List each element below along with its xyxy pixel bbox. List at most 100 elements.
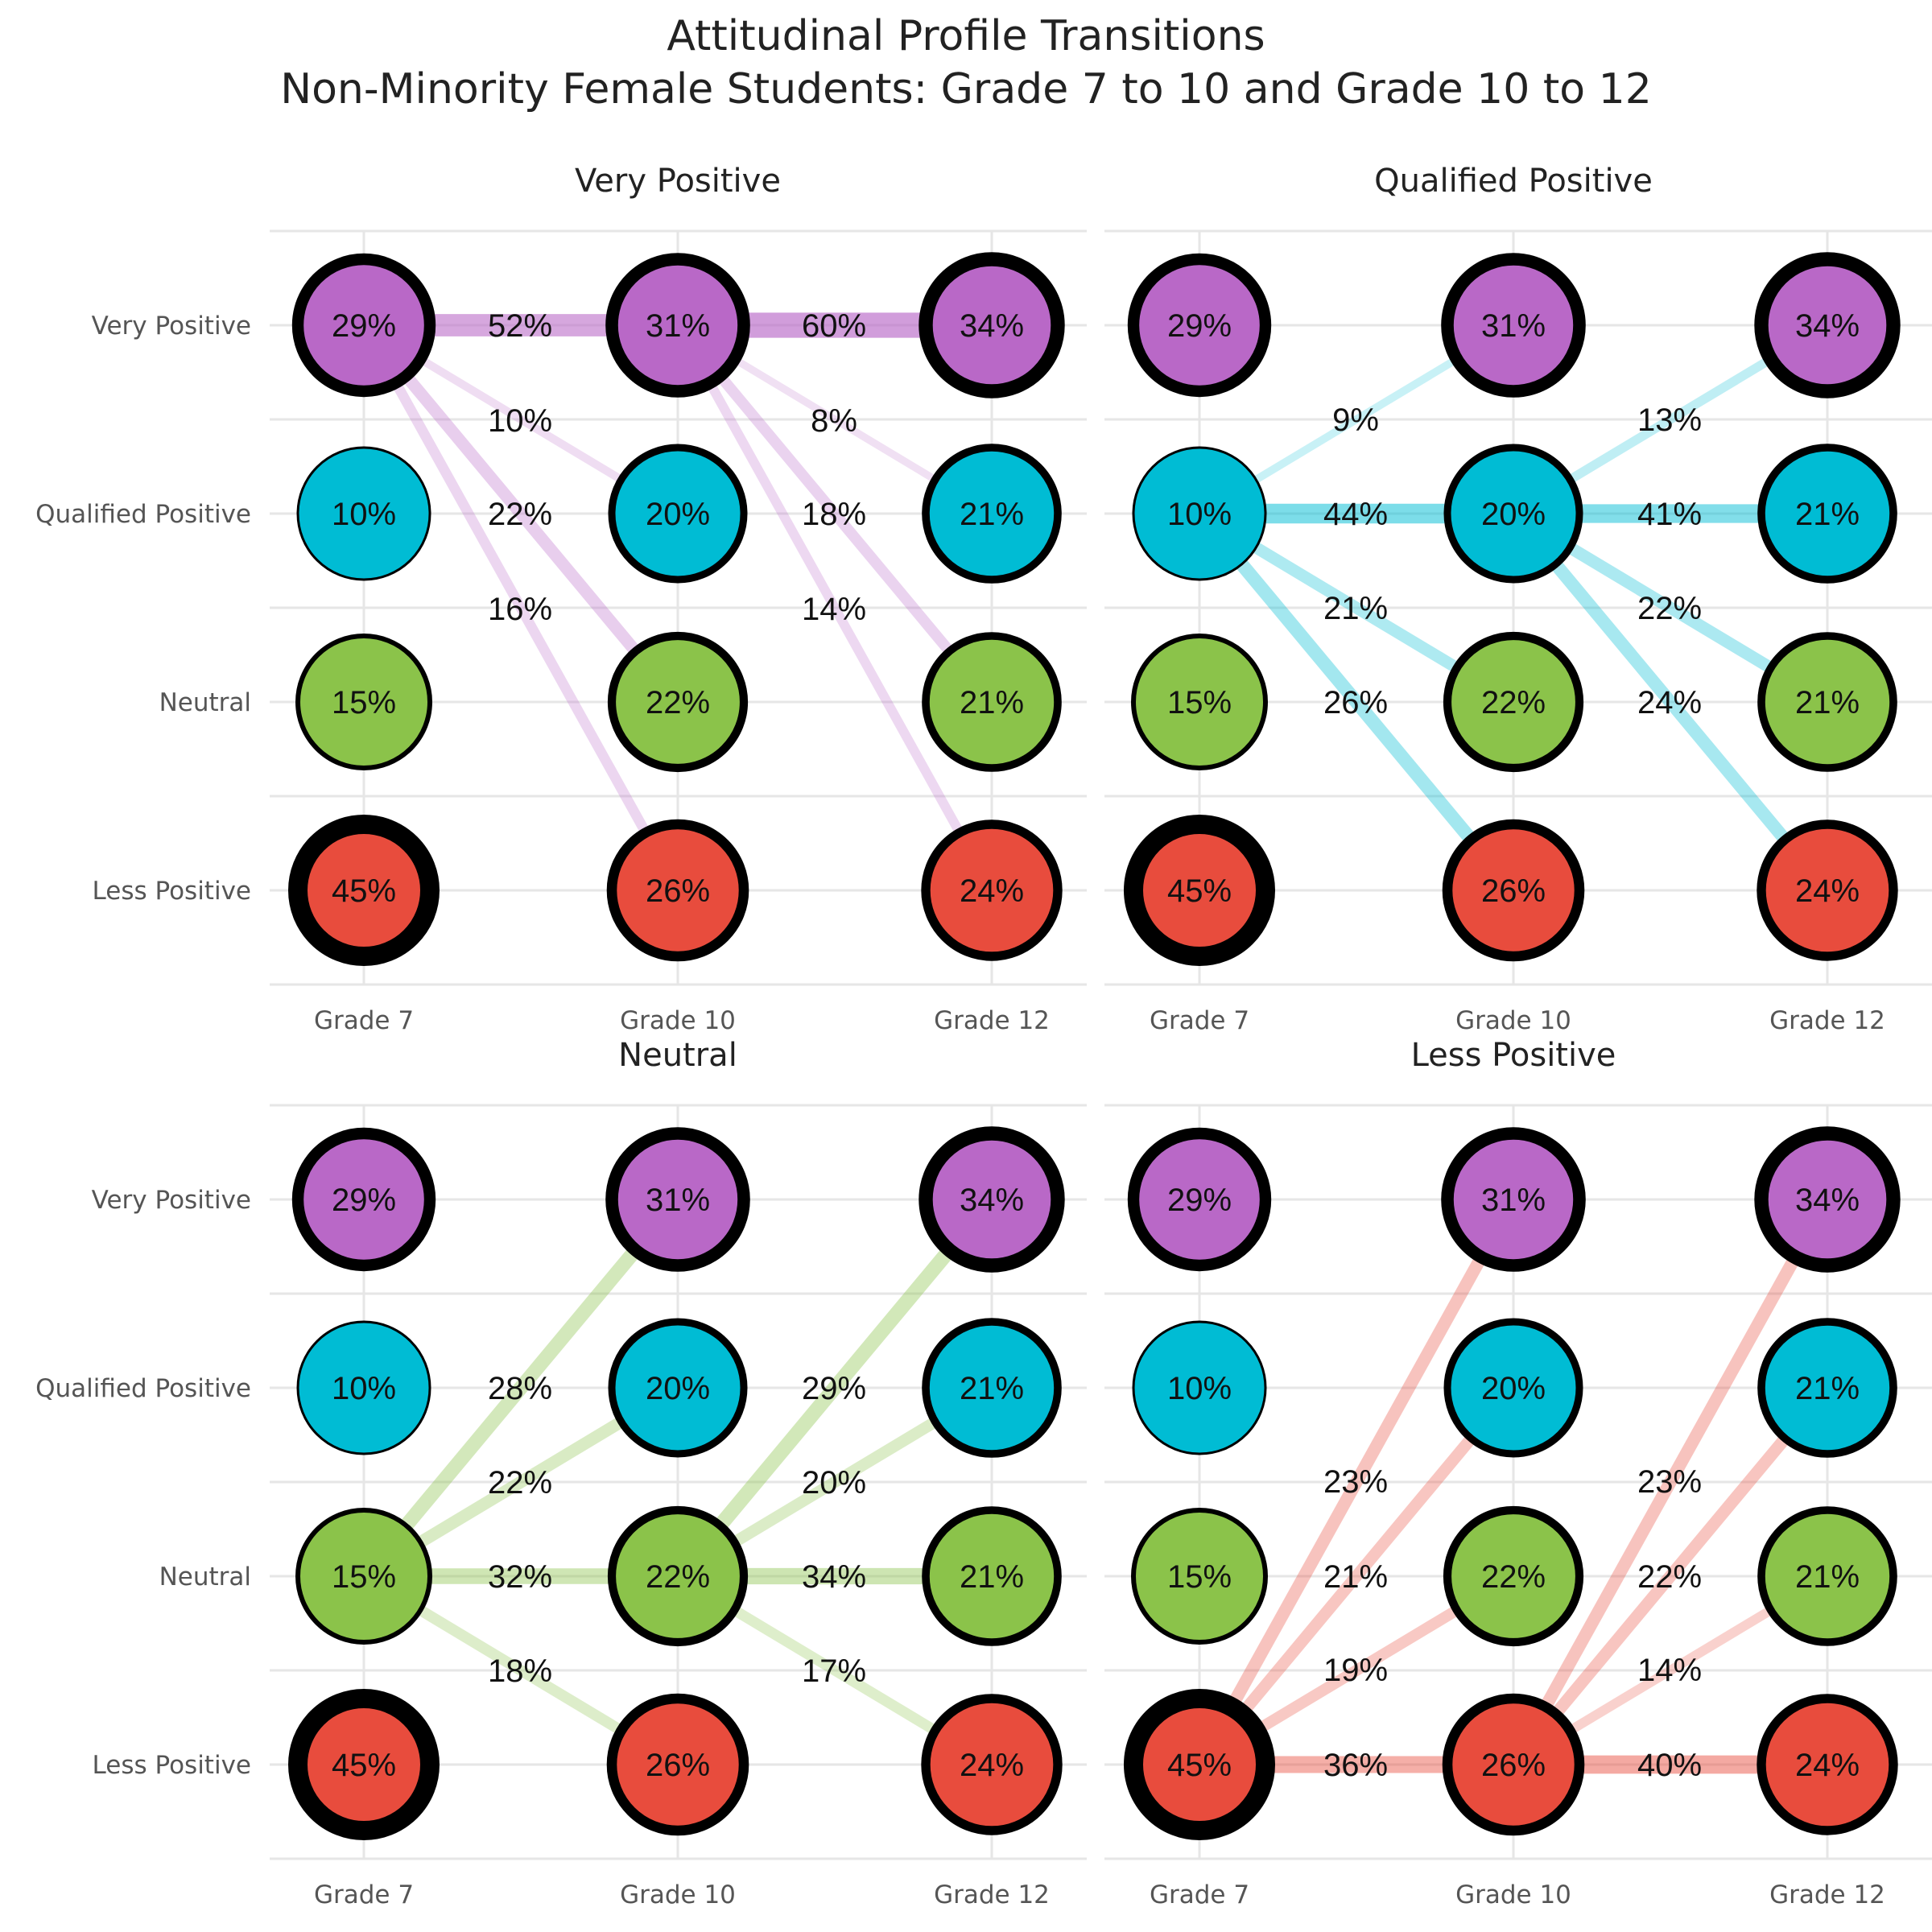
node-label-grade-12-very-positive: 34% (960, 308, 1024, 344)
node-label-grade-12-qualified-positive: 21% (1795, 497, 1860, 532)
node-grade-10-neutral (1443, 1505, 1584, 1647)
flow-label-grade-10-to-qualified-positive: 22% (1637, 1559, 1702, 1595)
node-grade-10-neutral (607, 1505, 749, 1647)
row-label-qualified-positive: Qualified Positive (35, 1374, 251, 1403)
flow-label-grade-7-to-neutral: 22% (488, 497, 552, 532)
column-label-grade-12: Grade 12 (1769, 1880, 1885, 1909)
node-grade-10-qualified-positive (608, 444, 748, 584)
node-label-grade-7-very-positive: 29% (1167, 1183, 1232, 1218)
node-grade-10-less-positive (606, 819, 749, 962)
node-label-grade-12-less-positive: 24% (960, 873, 1024, 909)
node-label-grade-10-less-positive: 26% (1481, 873, 1546, 909)
node-grade-12-very-positive (1754, 252, 1901, 398)
node-grade-7-less-positive (288, 815, 440, 966)
node-label-grade-10-qualified-positive: 20% (1481, 1371, 1546, 1406)
node-label-grade-7-very-positive: 29% (332, 1183, 396, 1218)
node-grade-7-very-positive (1127, 1127, 1272, 1272)
node-grade-12-very-positive (919, 252, 1065, 398)
column-label-grade-10: Grade 10 (1455, 1880, 1571, 1909)
node-label-grade-7-less-positive: 45% (1167, 873, 1232, 909)
node-label-grade-12-qualified-positive: 21% (960, 497, 1024, 532)
node-grade-10-very-positive (1441, 1127, 1586, 1272)
node-label-grade-7-neutral: 15% (332, 685, 396, 720)
node-grade-12-very-positive (1754, 1126, 1901, 1273)
node-grade-7-less-positive (1124, 1689, 1275, 1840)
node-grade-10-qualified-positive (1443, 1318, 1583, 1458)
flow-label-grade-7-to-neutral: 19% (1323, 1653, 1388, 1688)
row-label-qualified-positive: Qualified Positive (35, 500, 251, 529)
node-label-grade-10-neutral: 22% (1481, 685, 1546, 720)
flow-label-grade-7-to-neutral: 32% (488, 1559, 552, 1595)
facet-title: Neutral (618, 1037, 737, 1074)
chart-title-line-2: Non-Minority Female Students: Grade 7 to… (280, 65, 1652, 114)
column-label-grade-10: Grade 10 (620, 1880, 736, 1909)
flow-label-grade-10-to-less-positive: 40% (1637, 1748, 1702, 1783)
node-label-grade-10-very-positive: 31% (1481, 1183, 1546, 1218)
column-label-grade-12: Grade 12 (1769, 1006, 1885, 1035)
flow-label-grade-10-to-qualified-positive: 20% (802, 1465, 866, 1501)
facet-title: Less Positive (1411, 1037, 1616, 1074)
row-label-less-positive: Less Positive (93, 877, 251, 906)
node-label-grade-12-neutral: 21% (1795, 685, 1860, 720)
flow-label-grade-7-to-qualified-positive: 10% (488, 403, 552, 439)
column-label-grade-7: Grade 7 (314, 1880, 414, 1909)
flow-label-grade-10-to-very-positive: 23% (1637, 1464, 1702, 1500)
node-label-grade-7-very-positive: 29% (332, 308, 396, 344)
column-label-grade-7: Grade 7 (1150, 1006, 1249, 1035)
node-grade-10-very-positive (605, 253, 750, 398)
node-label-grade-7-less-positive: 45% (332, 873, 396, 909)
node-label-grade-12-less-positive: 24% (1795, 1748, 1860, 1783)
flow-line-grade-7-to-qualified-positive (1195, 1384, 1518, 1769)
flow-label-grade-10-to-qualified-positive: 41% (1637, 497, 1702, 532)
flow-line-grade-10-to-neutral (673, 321, 997, 706)
node-label-grade-10-qualified-positive: 20% (1481, 497, 1546, 532)
flow-line-grade-7-to-very-positive (1194, 1196, 1519, 1768)
node-grade-7-neutral (295, 634, 432, 770)
flow-label-grade-7-to-very-positive: 28% (488, 1371, 552, 1406)
flow-line-grade-10-to-qualified-positive (1509, 1384, 1832, 1769)
column-label-grade-7: Grade 7 (314, 1006, 414, 1035)
flow-line-grade-7-to-less-positive (1194, 509, 1519, 895)
node-label-grade-7-qualified-positive: 10% (1167, 497, 1232, 532)
flow-label-grade-7-to-less-positive: 36% (1323, 1748, 1388, 1783)
node-grade-12-less-positive (1757, 819, 1898, 961)
node-grade-12-qualified-positive (922, 1318, 1062, 1458)
node-grade-12-qualified-positive (1757, 1318, 1897, 1458)
node-label-grade-12-neutral: 21% (1795, 1559, 1860, 1595)
flow-label-grade-7-to-neutral: 21% (1323, 591, 1388, 626)
flow-line-grade-10-to-less-positive (1508, 509, 1833, 895)
node-grade-7-qualified-positive (1132, 446, 1267, 581)
node-label-grade-7-qualified-positive: 10% (1167, 1371, 1232, 1406)
node-grade-10-very-positive (605, 1127, 750, 1272)
node-grade-7-less-positive (288, 1689, 440, 1840)
node-label-grade-10-less-positive: 26% (646, 873, 710, 909)
node-label-grade-12-neutral: 21% (960, 685, 1024, 720)
node-label-grade-7-qualified-positive: 10% (332, 1371, 396, 1406)
node-grade-12-very-positive (919, 1126, 1065, 1273)
node-label-grade-12-very-positive: 34% (1795, 1183, 1860, 1218)
node-grade-7-very-positive (1127, 253, 1272, 398)
node-grade-7-less-positive (1124, 815, 1275, 966)
column-label-grade-7: Grade 7 (1150, 1880, 1249, 1909)
node-label-grade-7-neutral: 15% (1167, 685, 1232, 720)
node-label-grade-12-less-positive: 24% (960, 1748, 1024, 1783)
node-grade-7-very-positive (291, 253, 436, 398)
node-grade-10-qualified-positive (608, 1318, 748, 1458)
flow-label-grade-10-to-neutral: 18% (802, 497, 866, 532)
node-label-grade-10-less-positive: 26% (646, 1748, 710, 1783)
node-label-grade-10-qualified-positive: 20% (646, 1371, 710, 1406)
flow-label-grade-7-to-very-positive: 9% (1332, 402, 1379, 438)
node-grade-12-neutral (1757, 1506, 1897, 1646)
node-grade-12-less-positive (1757, 1694, 1898, 1835)
node-label-grade-12-qualified-positive: 21% (1795, 1371, 1860, 1406)
flow-line-grade-10-to-very-positive (1508, 1196, 1833, 1768)
node-label-grade-12-very-positive: 34% (960, 1183, 1024, 1218)
flow-label-grade-10-to-less-positive: 14% (802, 592, 866, 627)
node-grade-7-neutral (1131, 634, 1268, 770)
flow-label-grade-10-to-neutral: 14% (1637, 1653, 1702, 1688)
node-grade-12-less-positive (921, 819, 1063, 961)
node-grade-10-qualified-positive (1443, 444, 1583, 584)
